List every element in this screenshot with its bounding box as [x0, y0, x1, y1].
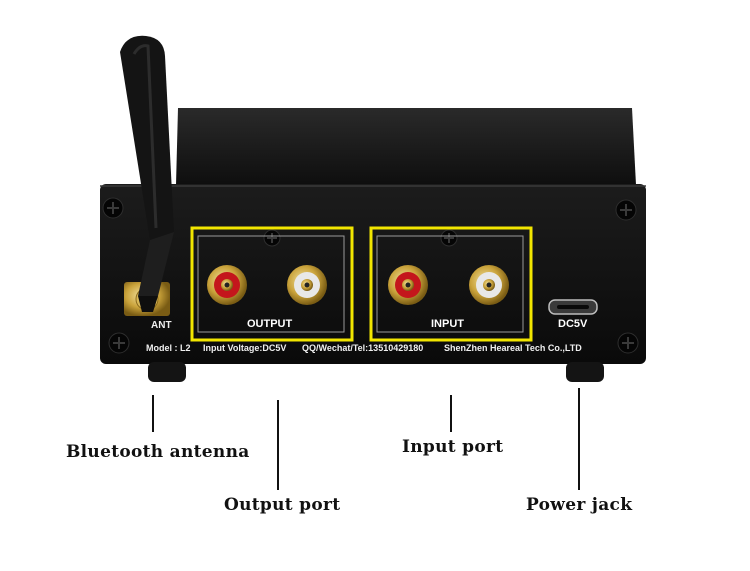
- screw-icon: [615, 199, 637, 221]
- screw-icon: [108, 332, 130, 354]
- screw-icon: [102, 197, 124, 219]
- callout-output-port: Output port: [224, 495, 341, 515]
- output-outline: [197, 235, 345, 333]
- voltage-text: Input Voltage:DC5V: [203, 343, 287, 353]
- contact-text: QQ/Wechat/Tel:13510429180: [302, 343, 424, 353]
- bluetooth-antenna: [120, 35, 174, 312]
- foot-right: [566, 362, 604, 382]
- callout-power-jack: Power jack: [526, 495, 633, 515]
- usb-power-jack: [548, 299, 598, 315]
- rca-input-white: [469, 265, 509, 305]
- ant-label: ANT: [151, 320, 172, 331]
- foot-left: [148, 362, 186, 382]
- screw-icon: [617, 332, 639, 354]
- screw-icon: [440, 229, 458, 247]
- output-label: OUTPUT: [247, 318, 293, 330]
- input-highlight-box: [369, 226, 533, 342]
- rca-input-red: [388, 265, 428, 305]
- rca-output-red: [207, 265, 247, 305]
- dc-label: DC5V: [558, 318, 588, 330]
- output-highlight-box: [190, 226, 354, 342]
- screw-icon: [263, 229, 281, 247]
- callout-bluetooth-antenna: Bluetooth antenna: [66, 442, 250, 462]
- chassis-top: [176, 108, 636, 185]
- rca-output-white: [287, 265, 327, 305]
- front-panel: [100, 184, 646, 364]
- maker-text: ShenZhen Heareal Tech Co.,LTD: [444, 343, 582, 353]
- model-text: Model : L2: [146, 343, 191, 353]
- input-label: INPUT: [431, 318, 464, 330]
- callout-input-port: Input port: [402, 437, 504, 457]
- input-outline: [376, 235, 524, 333]
